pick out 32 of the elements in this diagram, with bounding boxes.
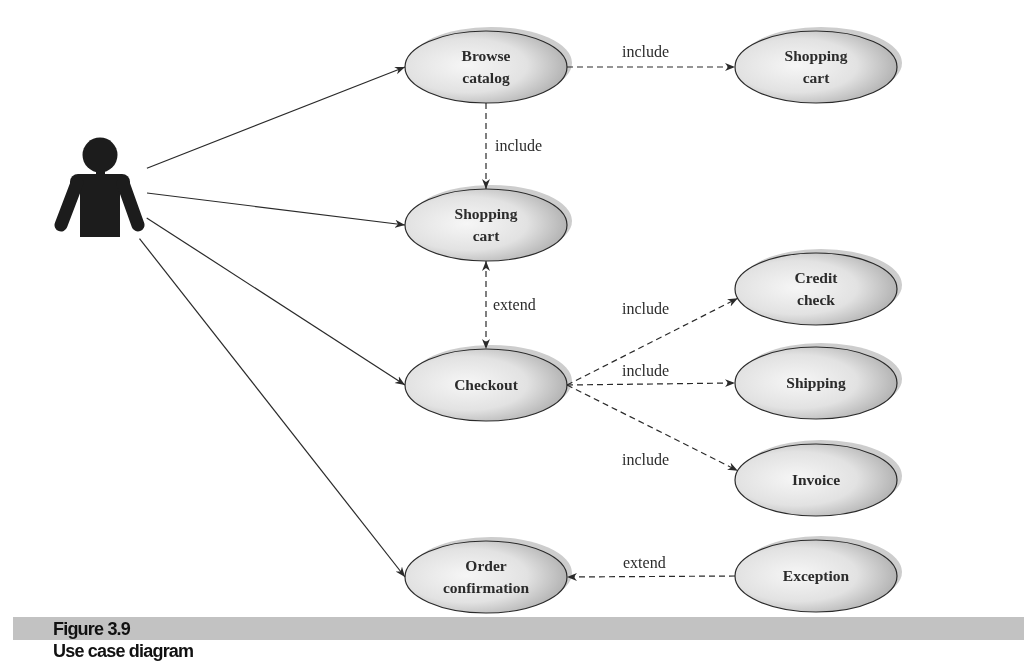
use-case-label: Shipping xyxy=(786,373,846,393)
figure-number: Figure 3.9 xyxy=(53,618,131,640)
use-case-label: Credit check xyxy=(793,268,839,310)
use-case-ellipse xyxy=(734,248,904,326)
dashed-arrow xyxy=(566,297,739,386)
dashed-arrow xyxy=(566,379,736,388)
use-case-label: Browse catalog xyxy=(460,46,512,88)
use-case-label: Shopping cart xyxy=(783,46,849,88)
use-case-label: Checkout xyxy=(454,375,518,395)
use-case-ellipse xyxy=(404,536,574,614)
actor-figure xyxy=(53,137,145,237)
arrow xyxy=(146,192,406,228)
use-case-ellipse xyxy=(404,344,574,422)
use-case-label: Exception xyxy=(782,566,850,586)
figure-caption: Use case diagram xyxy=(53,640,194,662)
use-case-ellipse xyxy=(734,439,904,517)
dashed-arrow xyxy=(566,63,736,71)
use-case-ellipse xyxy=(734,535,904,613)
use-case-label: Order confirmation xyxy=(441,556,531,598)
use-case-ellipse xyxy=(734,342,904,420)
dashed-arrow xyxy=(566,384,739,472)
use-case-ellipse xyxy=(404,26,574,104)
dashed-arrow xyxy=(482,102,490,190)
arrow xyxy=(146,217,406,386)
arrow xyxy=(146,66,406,169)
use-case-ellipse xyxy=(734,26,904,104)
dashed-arrow xyxy=(482,260,490,350)
use-case-ellipse xyxy=(404,184,574,262)
arrow xyxy=(138,238,406,578)
use-case-label: Invoice xyxy=(791,470,841,490)
dashed-arrow xyxy=(566,572,736,581)
use-case-label: Shopping cart xyxy=(453,204,519,246)
